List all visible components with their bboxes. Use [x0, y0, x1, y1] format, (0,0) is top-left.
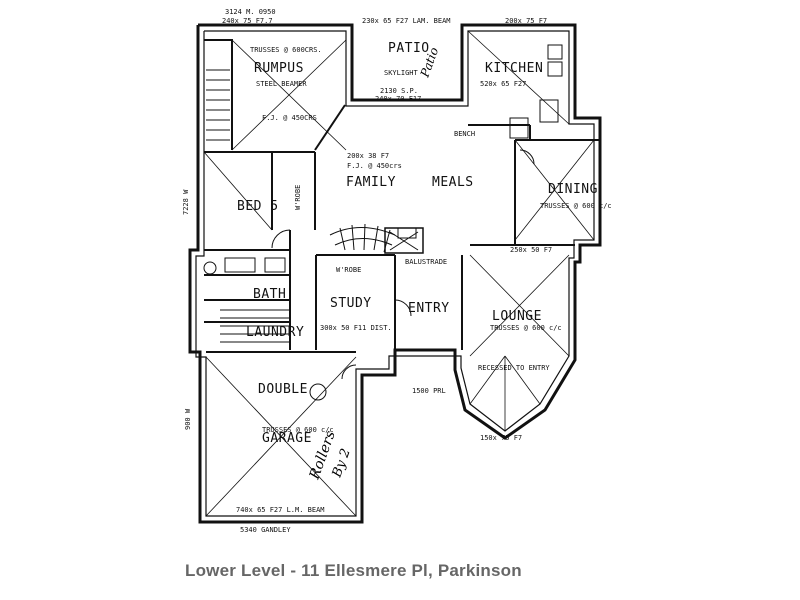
- note: TRUSSES @ 600 c/c: [490, 324, 562, 332]
- note: 150x 75 F7: [480, 434, 522, 442]
- note: BENCH: [454, 130, 475, 138]
- note: 240x 75 F7.7: [222, 17, 273, 25]
- room-double: DOUBLE: [258, 382, 308, 397]
- note: TRUSSES @ 600 c/c: [540, 202, 612, 210]
- bay-lines: [203, 30, 595, 517]
- note: 300x 50 F11 DIST.: [320, 324, 392, 332]
- note: TRUSSES @ 600CRS.: [250, 46, 322, 54]
- door-swings: [271, 149, 535, 401]
- room-kitchen: KITCHEN: [485, 61, 543, 76]
- note: 240x 70 F17: [375, 95, 421, 103]
- note: 2130 S.P.: [380, 87, 418, 95]
- note: 740x 65 F27 L.M. BEAM: [236, 506, 325, 514]
- note: 200x 38 F7: [347, 152, 389, 160]
- note: 200x 75 F7: [505, 17, 547, 25]
- note: 3124 M. 0950: [225, 8, 276, 16]
- note: 250x 50 F7: [510, 246, 552, 254]
- room-entry: ENTRY: [408, 301, 450, 316]
- room-rumpus: RUMPUS: [254, 61, 304, 76]
- note: 900 W: [184, 408, 192, 430]
- note: 520x 65 F27: [480, 80, 526, 88]
- room-lounge: LOUNGE: [492, 309, 542, 324]
- note: 7228 W: [182, 189, 190, 215]
- room-dining: DINING: [548, 182, 598, 197]
- note: STEEL BEAMER: [256, 80, 307, 88]
- note: SKYLIGHT: [384, 69, 419, 77]
- room-meals: MEALS: [432, 175, 474, 190]
- room-wrobe-study: W'ROBE: [336, 266, 361, 274]
- note: 230x 65 F27 LAM. BEAM: [362, 17, 451, 25]
- room-study: STUDY: [330, 296, 372, 311]
- note: F.J. @ 450CRS: [262, 114, 317, 122]
- note: 1500 PRL: [412, 387, 446, 395]
- room-patio: PATIO: [388, 41, 430, 56]
- note: TRUSSES @ 600 c/c: [262, 426, 334, 434]
- room-bath: BATH: [253, 287, 286, 302]
- room-garage: GARAGE: [262, 431, 312, 446]
- fixtures: [203, 44, 563, 275]
- note: RECESSED TO ENTRY: [478, 364, 550, 372]
- note: 5340 GANDLEY: [240, 526, 291, 534]
- floor-plan: RUMPUS PATIO KITCHEN FAMILY MEALS DINING…: [182, 8, 612, 534]
- note: F.J. @ 450crs: [347, 162, 402, 170]
- outer-walls: [188, 23, 602, 524]
- handwriting-by2: By 2: [329, 447, 353, 481]
- room-laundry: LAUNDRY: [246, 325, 304, 340]
- plan-caption: Lower Level - 11 Ellesmere Pl, Parkinson: [185, 561, 522, 580]
- room-wrobe: W'ROBE: [294, 185, 302, 210]
- balustrade-label: BALUSTRADE: [405, 258, 447, 266]
- room-bed5: BED 5: [237, 199, 279, 214]
- room-family: FAMILY: [346, 175, 396, 190]
